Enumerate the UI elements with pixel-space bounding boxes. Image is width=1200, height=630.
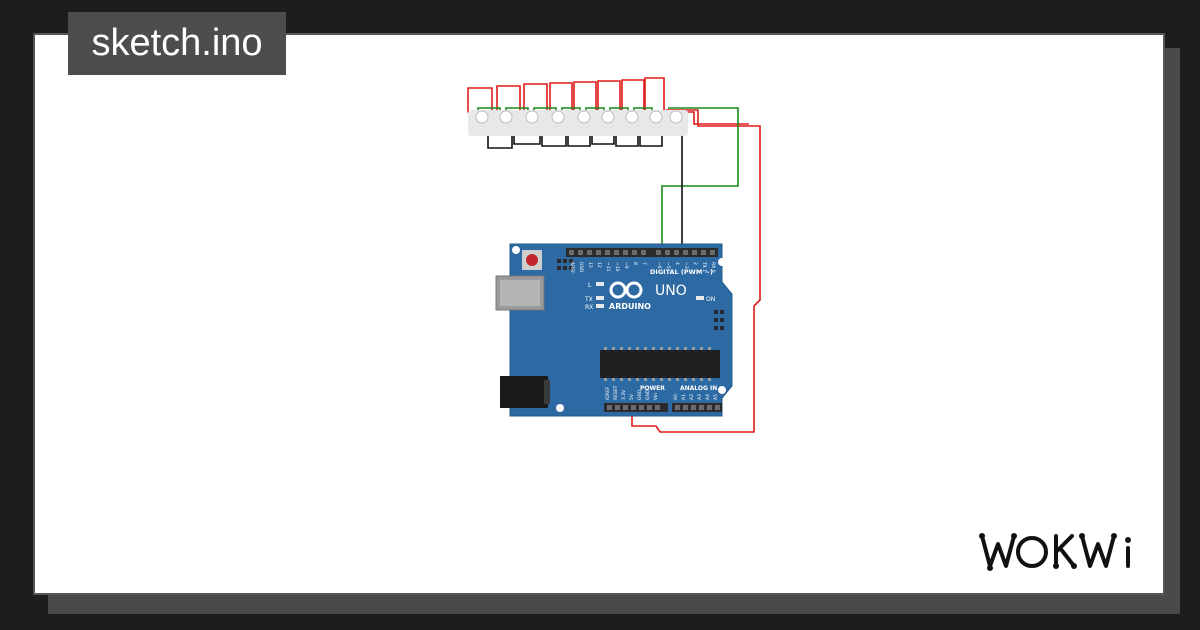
icsp-header-right bbox=[714, 310, 724, 330]
power-jack-edge bbox=[544, 380, 550, 404]
l-led-icon bbox=[596, 282, 604, 286]
power-analog-pin-label: A2 bbox=[689, 394, 695, 400]
tx-led-icon bbox=[596, 296, 604, 300]
mounting-hole bbox=[556, 404, 564, 412]
led-pixel-2[interactable] bbox=[499, 110, 513, 124]
bottom-header-pins bbox=[607, 405, 720, 410]
led-pixel-6[interactable] bbox=[601, 110, 615, 124]
sketch-title: sketch.ino bbox=[68, 12, 286, 75]
board-model-label: UNO bbox=[655, 283, 687, 299]
atmega-chip bbox=[600, 350, 720, 378]
digital-pin-label: 2 bbox=[692, 262, 698, 265]
led-pixel-1[interactable] bbox=[475, 110, 489, 124]
power-analog-pin-label: A5 bbox=[713, 394, 719, 400]
digital-pin-label: RX 0 bbox=[710, 262, 716, 273]
mounting-hole bbox=[718, 386, 726, 394]
power-jack-icon bbox=[500, 376, 548, 408]
l-led-label: L bbox=[588, 282, 592, 289]
led-pixel-5[interactable] bbox=[577, 110, 591, 124]
digital-pin-label: 7 bbox=[641, 262, 647, 265]
led-pixel-9[interactable] bbox=[669, 110, 683, 124]
power-analog-pin-label: A1 bbox=[681, 394, 687, 400]
digital-header-pins bbox=[569, 250, 715, 255]
led-pixel-3[interactable] bbox=[525, 110, 539, 124]
digital-pin-label: ~6 bbox=[656, 262, 662, 269]
digital-label: DIGITAL (PWM ~) bbox=[650, 268, 713, 276]
rx-led-icon bbox=[596, 304, 604, 308]
power-analog-pin-label: GND bbox=[637, 389, 643, 400]
power-analog-pin-label: 3.3V bbox=[621, 389, 627, 400]
digital-pin-label: ~3 bbox=[683, 262, 689, 269]
power-analog-pin-label: IOREF bbox=[605, 386, 611, 400]
digital-pin-label: TX 1 bbox=[701, 261, 707, 272]
power-analog-pin-label: A4 bbox=[705, 394, 711, 400]
power-analog-pin-label: GND bbox=[645, 389, 651, 400]
digital-pin-label: GND bbox=[578, 262, 584, 273]
digital-pin-label: ~5 bbox=[665, 262, 671, 269]
digital-pin-label: ~10 bbox=[614, 262, 620, 272]
power-analog-pin-label: A3 bbox=[697, 394, 703, 400]
digital-pin-label: AREF bbox=[569, 262, 575, 274]
power-analog-pin-label: Vin bbox=[653, 393, 659, 400]
led-pixel-7[interactable] bbox=[625, 110, 639, 124]
mounting-hole bbox=[718, 258, 726, 266]
logo-letter-w bbox=[980, 534, 1016, 568]
led-pixel-8[interactable] bbox=[649, 110, 663, 124]
digital-pin-label: 13 bbox=[587, 262, 593, 268]
arduino-uno-board[interactable]: DIGITAL (PWM ~) UNO ARDUINO L TX RX ON P… bbox=[495, 243, 733, 417]
digital-pin-label: ~11 bbox=[605, 262, 611, 272]
logo-letter-o bbox=[1016, 536, 1048, 568]
reset-button[interactable] bbox=[526, 254, 538, 266]
chip-pins bbox=[604, 347, 711, 381]
mounting-hole bbox=[512, 246, 520, 254]
led-pixel-4[interactable] bbox=[551, 110, 565, 124]
power-label: POWER bbox=[640, 385, 665, 392]
analog-label: ANALOG IN bbox=[680, 385, 717, 392]
logo-letter-w2 bbox=[1080, 534, 1116, 568]
arduino-logo-icon bbox=[609, 281, 643, 299]
power-analog-pin-label: 5V bbox=[629, 393, 635, 400]
usb-port-inner bbox=[500, 280, 540, 306]
logo-letter-k bbox=[1054, 534, 1076, 568]
wokwi-logo bbox=[979, 533, 1131, 571]
digital-pin-label: ~9 bbox=[623, 262, 629, 269]
on-led-icon bbox=[696, 296, 704, 300]
led-strip[interactable] bbox=[468, 110, 688, 136]
digital-pin-label: 4 bbox=[674, 262, 680, 265]
board-maker-label: ARDUINO bbox=[609, 302, 651, 311]
rx-led-label: RX bbox=[585, 304, 593, 311]
digital-pin-label: 12 bbox=[596, 262, 602, 268]
analog-header[interactable] bbox=[672, 403, 722, 412]
power-analog-pin-label: A0 bbox=[673, 394, 679, 400]
tx-led-label: TX bbox=[584, 296, 593, 303]
digital-pin-label: 8 bbox=[632, 262, 638, 265]
on-led-label: ON bbox=[706, 296, 715, 303]
icsp-header-top bbox=[557, 259, 573, 270]
power-analog-pin-label: RESET bbox=[613, 385, 619, 400]
